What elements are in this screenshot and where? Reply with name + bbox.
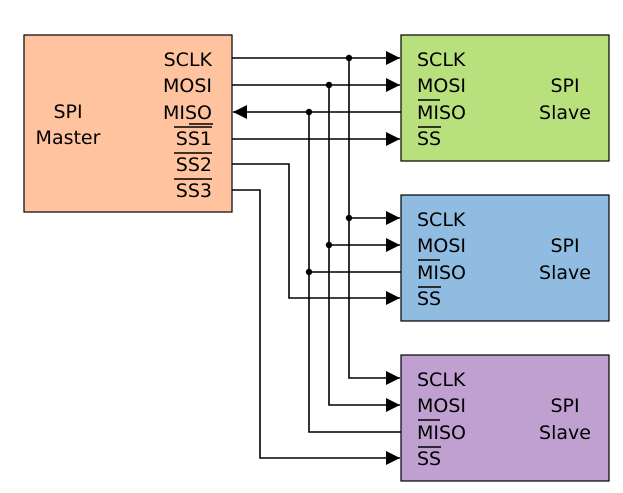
slave-3-pin-mosi: MOSI <box>417 395 466 417</box>
mosi-junction-1 <box>325 81 333 89</box>
slave-2-pin-ss: SS <box>417 288 441 310</box>
slave-2-title-spi: SPI <box>550 235 579 257</box>
mosi-wire-slave-2 <box>328 85 400 252</box>
master-title-spi: SPI <box>53 101 82 123</box>
slave-1-title-spi: SPI <box>550 75 579 97</box>
ss3-wire <box>232 189 400 465</box>
slave-2-pin-mosi: MOSI <box>417 235 466 257</box>
master-pin-miso: MISO <box>163 102 212 124</box>
slave-1-pin-miso: MISO <box>417 102 466 124</box>
master-title-master: Master <box>36 127 101 149</box>
master-pin-sclk: SCLK <box>164 49 213 71</box>
mosi-wire-slave-3 <box>328 245 400 412</box>
slave-2-pin-miso: MISO <box>417 262 466 284</box>
slave-1-pin-sclk: SCLK <box>417 49 466 71</box>
sclk-wire-slave-2 <box>348 58 400 225</box>
miso-wire-slave-2 <box>308 112 401 273</box>
ss2-wire <box>232 163 400 305</box>
miso-wire-slave-3 <box>308 272 401 433</box>
slave-1-box <box>400 34 610 162</box>
slave-2-title-slave: Slave <box>539 262 591 284</box>
slave-3-box <box>400 354 610 482</box>
slave-1-pin-ss: SS <box>417 128 441 150</box>
slave-1-pin-mosi: MOSI <box>417 75 466 97</box>
slave-2-box <box>400 194 610 322</box>
slave-3-pin-ss: SS <box>417 448 441 470</box>
slave-3-pin-miso: MISO <box>417 422 466 444</box>
master-pin-ss3: SS3 <box>176 180 212 202</box>
slave-3-pin-sclk: SCLK <box>417 369 466 391</box>
slave-2-pin-sclk: SCLK <box>417 209 466 231</box>
master-pin-ss2: SS2 <box>176 154 212 176</box>
sclk-junction-1 <box>345 54 353 62</box>
miso-junction-2 <box>305 268 313 276</box>
master-pin-ss1: SS1 <box>176 128 212 150</box>
miso-junction-1 <box>305 108 313 116</box>
mosi-junction-2 <box>325 241 333 249</box>
master-pin-mosi: MOSI <box>163 75 212 97</box>
sclk-junction-2 <box>345 214 353 222</box>
slave-3-title-slave: Slave <box>539 422 591 444</box>
slave-3-title-spi: SPI <box>550 395 579 417</box>
slave-1-title-slave: Slave <box>539 102 591 124</box>
